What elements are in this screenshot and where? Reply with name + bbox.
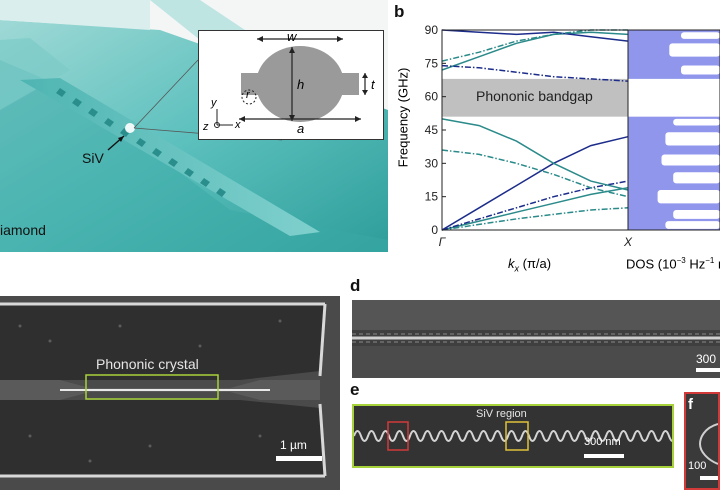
panel-a: SiV iamond w h t r a y z x (0, 0, 388, 252)
dos-notch-1 (673, 210, 720, 219)
panel-c-sem: Phononic crystal 1 µm (0, 296, 340, 490)
dos-notch-9 (681, 32, 720, 39)
sem-e-image (354, 406, 672, 466)
band-series-2 (441, 207, 629, 231)
inset-w-label: w (287, 29, 297, 44)
dos-title-exp2: −1 (705, 256, 715, 265)
band-series-7 (441, 64, 629, 82)
inset-r-label: r (246, 89, 250, 101)
inset-h-label: h (297, 77, 305, 92)
scale-bar-f (700, 476, 718, 480)
band-series-0 (441, 187, 629, 231)
siv-region-label: SiV region (476, 408, 527, 420)
panel-label-d: d (350, 276, 361, 295)
axis-z-label: z (203, 121, 209, 133)
panel-label-e: e (350, 380, 360, 399)
band-series-4 (441, 118, 629, 191)
panel-f-sem: f 100 (684, 392, 720, 490)
y-tick-label-5: 75 (425, 56, 439, 70)
x-axis-title-rest: (π/a) (519, 256, 552, 271)
x-tick-label-0: Γ (439, 235, 447, 249)
panel-label-f: f (688, 396, 693, 413)
band-series-8 (441, 29, 629, 42)
axis-y-label: y (211, 97, 217, 109)
sem-c-image (0, 296, 340, 490)
dos-title-mid: Hz (685, 256, 706, 272)
y-tick-label-2: 30 (425, 156, 439, 170)
siv-glow (125, 123, 135, 133)
band-series-6 (441, 31, 629, 71)
sem-f-image (686, 394, 718, 488)
band-series-9 (441, 29, 628, 62)
y-tick-label-4: 60 (425, 90, 439, 104)
dos-notch-4 (661, 154, 720, 166)
y-tick-label-3: 45 (425, 123, 439, 137)
y-tick-label-0: 0 (431, 223, 438, 237)
beam-teeth (56, 88, 226, 197)
panel-d-sem: 300 (352, 300, 720, 378)
dos-notch-0 (665, 221, 720, 229)
band-chart: 0 15 30 45 60 75 90Γ X (425, 23, 720, 249)
inset-a-label: a (297, 121, 305, 136)
band-series-5 (441, 149, 629, 198)
scale-bar-c (276, 456, 322, 461)
dos-title-exp: −3 (676, 256, 686, 265)
dos-notch-3 (673, 172, 720, 184)
bandgap-region (442, 78, 628, 117)
red-region-box (387, 421, 409, 451)
dos-notch-2 (657, 190, 720, 204)
siv-label: SiV (82, 150, 104, 166)
inset-t-label: t (371, 77, 375, 92)
dos-title-post: r (714, 256, 720, 271)
phononic-crystal-label: Phononic crystal (96, 356, 199, 372)
scale-label-e: 300 nm (584, 436, 621, 448)
dos-notch-5 (665, 132, 720, 146)
dos-title-pre: DOS (10 (626, 256, 677, 272)
scale-label-d: 300 (696, 352, 717, 366)
x-axis-title-sub: x (514, 263, 520, 274)
x-tick-label-1: X (623, 235, 633, 249)
x-axis-title: kx (π/a) (508, 256, 551, 274)
panel-e-sem: SiV region 300 nm (352, 404, 674, 468)
y-tick-label-1: 15 (425, 190, 439, 204)
diamond-label: iamond (0, 222, 46, 238)
dos-notch-8 (669, 43, 720, 57)
scale-label-c: 1 µm (280, 438, 307, 452)
dos-axis-title: DOS (10−3 Hz−1 r (626, 256, 720, 271)
scale-bar-d (696, 368, 720, 372)
band-series-1 (441, 135, 629, 231)
x-axis-title-k: k (508, 256, 515, 271)
panel-label-b: b (394, 2, 405, 21)
unit-cell-inset: w h t r a y z x (198, 29, 384, 140)
axis-x-label: x (235, 119, 241, 131)
crystal-highlight-box (85, 374, 219, 400)
bandgap-label: Phononic bandgap (476, 88, 593, 104)
unit-cell-drawing (214, 36, 368, 128)
dos-notch-6 (673, 118, 720, 126)
siv-region-box (505, 421, 529, 451)
sem-d-image (352, 300, 720, 378)
dos-notch-7 (681, 65, 720, 75)
scale-bar-e (584, 454, 624, 458)
y-tick-label-6: 90 (425, 23, 439, 37)
band-series-3 (441, 180, 629, 231)
scale-label-f: 100 (688, 460, 707, 472)
